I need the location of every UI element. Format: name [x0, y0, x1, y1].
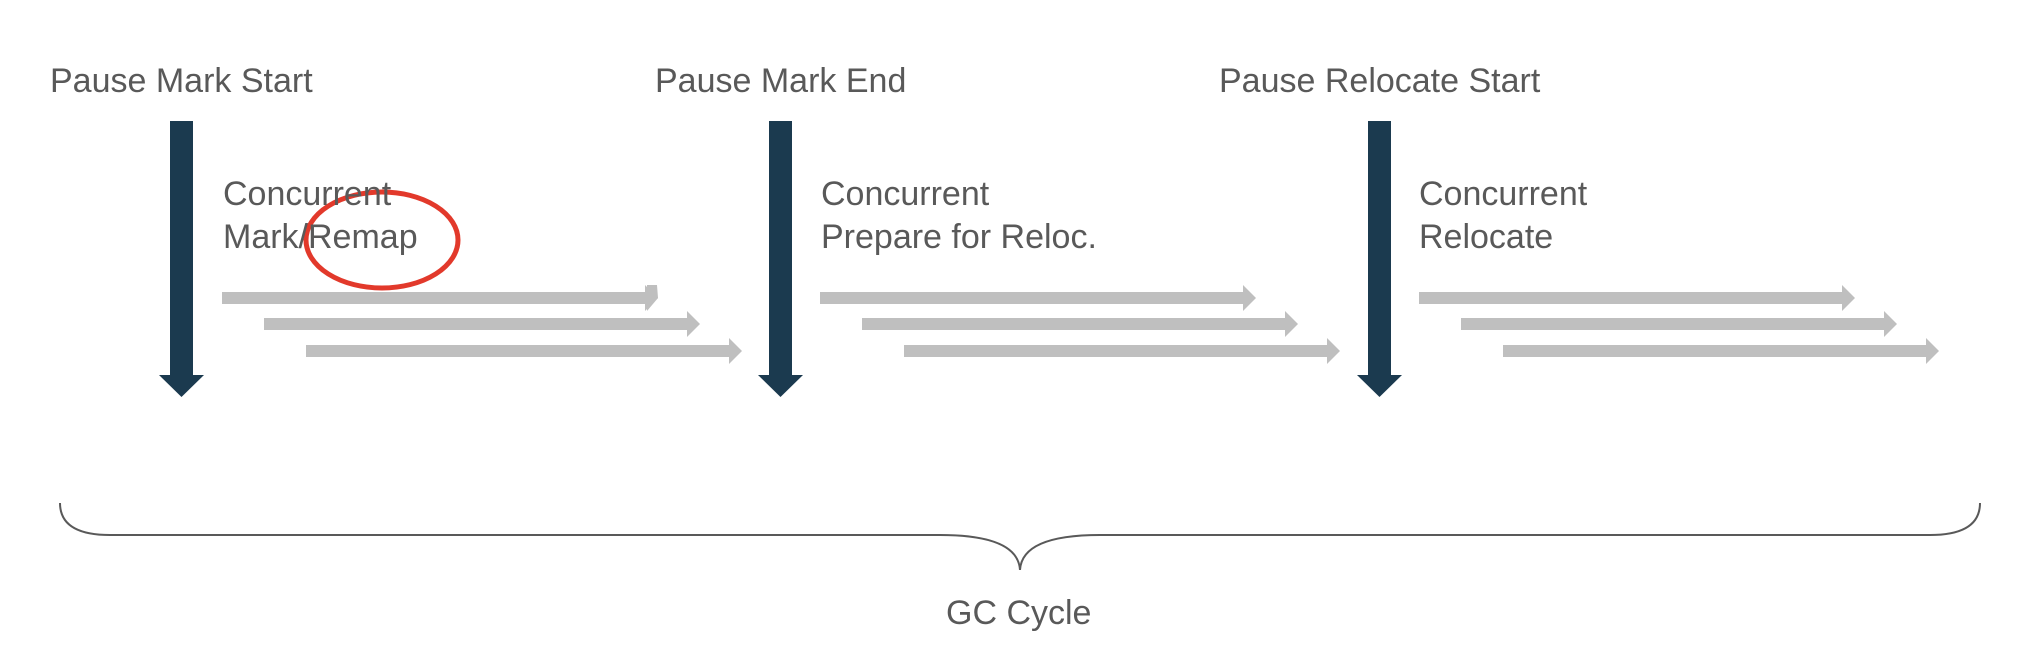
phase-label-line1: Concurrent [821, 175, 990, 213]
highlight-circle [303, 189, 461, 291]
concurrent-arrows-mark-remap [222, 285, 742, 364]
phase-label-line2: Prepare for Reloc. [821, 218, 1097, 256]
phase-label-relocate: Concurrent Relocate [1419, 173, 1587, 259]
phase-label-line2: Relocate [1419, 218, 1554, 256]
thread-arrow [1419, 285, 1855, 311]
thread-arrow [1503, 338, 1939, 364]
thread-arrow [264, 311, 700, 337]
phase-label-line1: Concurrent [1419, 175, 1588, 213]
thread-arrow [904, 338, 1340, 364]
phase-label-line2: Mark/Remap [223, 218, 418, 256]
gc-cycle-brace [59, 502, 1981, 571]
pause-label-mark-end: Pause Mark End [655, 62, 907, 100]
pause-label-mark-start: Pause Mark Start [50, 62, 313, 100]
thread-arrow [1461, 311, 1897, 337]
gc-cycle-label: GC Cycle [946, 594, 1092, 632]
phase-label-mark-remap: Concurrent Mark/Remap [223, 173, 418, 259]
pause-arrow-mark-start [159, 121, 204, 397]
pause-arrow-mark-end [758, 121, 803, 397]
phase-label-prepare-reloc: Concurrent Prepare for Reloc. [821, 173, 1097, 259]
thread-arrow [820, 285, 1256, 311]
thread-arrow [306, 338, 742, 364]
thread-arrow [862, 311, 1298, 337]
pause-label-relocate-start: Pause Relocate Start [1219, 62, 1541, 100]
concurrent-arrows-relocate [1419, 285, 1939, 364]
phase-label-line1: Concurrent [223, 175, 392, 213]
pause-arrow-relocate-start [1357, 121, 1402, 397]
thread-arrow [222, 285, 658, 311]
concurrent-arrows-prepare-reloc [820, 285, 1340, 364]
